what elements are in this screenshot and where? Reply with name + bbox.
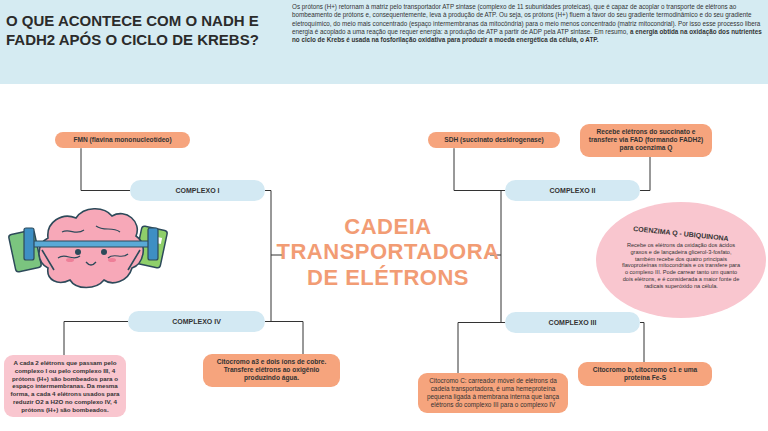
box-label: COMPLEXO IV [172,318,221,325]
box-label: Citocromo a3 e dois íons de cobre. Trans… [210,358,333,383]
info-box: Recebe elétrons do succinato e transfere… [580,124,712,157]
box-label: Citocromo b, citocromo c1 e uma proteína… [585,366,705,382]
info-box: Citocromo a3 e dois íons de cobre. Trans… [203,354,340,387]
center-title: CADEIA TRANSPORTADORA DE ELÉTRONS [268,214,508,290]
connector-line [640,323,644,363]
info-box: FMN (flavina mononucleotídeo) [55,132,190,148]
page-title: O QUE ACONTECE COM O NADH E FADH2 APÓS O… [6,12,284,50]
connector-line [265,191,271,322]
note-box: A cada 2 elétrons que passam pelo comple… [4,355,126,417]
complex-pill: COMPLEXO I [130,180,265,201]
info-box: Citocromo C: carreador móvel de elétrons… [418,373,568,413]
box-label: Recebe elétrons do succinato e transfere… [587,128,705,153]
box-label: A cada 2 elétrons que passam pelo comple… [10,359,120,413]
connector-line [501,191,505,323]
connector-line [265,322,303,355]
coenzyme-circle: COENZIMA Q - UBIQUINONARecebe os elétron… [596,202,766,318]
complex-pill: COMPLEXO III [505,312,640,333]
info-box: SDH (succinato desidrogenase) [428,132,560,148]
info-box: Citocromo b, citocromo c1 e uma proteína… [578,362,712,386]
box-label: COENZIMA Q - UBIQUINONA [633,225,729,243]
box-label: COMPLEXO III [549,319,597,326]
connector-line [640,157,650,191]
connector-line [458,323,505,374]
connector-line [64,322,128,356]
box-body: Recebe os elétrons da oxidação dos ácido… [620,242,742,290]
connector-line [454,148,505,190]
box-label: COMPLEXO I [176,187,220,194]
connector-line [81,148,130,190]
complex-pill: COMPLEXO IV [128,311,265,332]
box-label: SDH (succinato desidrogenase) [444,136,543,144]
box-label: COMPLEXO II [550,187,596,194]
box-label: Citocromo C: carreador móvel de elétrons… [425,377,561,409]
text-panel: Os prótons (H+) retornam à matriz pelo t… [292,3,764,44]
note-text: Em resumo, [594,28,628,35]
box-label: FMN (flavina mononucleotídeo) [73,136,171,144]
complex-pill: COMPLEXO II [505,180,640,201]
